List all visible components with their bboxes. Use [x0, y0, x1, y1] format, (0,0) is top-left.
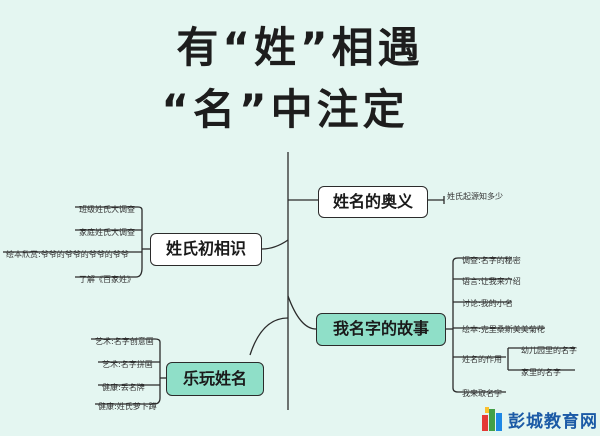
- title-line-2: “名”中注定: [161, 85, 409, 134]
- leaf-picture-book-grandpa: 绘本欣赏:爷爷的爷爷的爷爷的爷爷: [6, 250, 129, 259]
- bracket-line: [91, 338, 161, 343]
- branch-line: [261, 239, 289, 250]
- leaf-name-collage: 艺术:名字拼画: [102, 360, 153, 369]
- leaf-chrysanthemum-book: 绘本:克里桑斯美美菊花: [462, 325, 545, 334]
- leaf-make-name: 我来取名字: [462, 389, 502, 398]
- topic-my-name-story: 我名字的故事: [316, 313, 446, 346]
- leaf-family-survey: 家庭姓氏大调查: [79, 228, 135, 237]
- topic-surname-intro: 姓氏初相识: [150, 233, 262, 266]
- branch-line: [287, 295, 317, 330]
- bracket-line: [452, 387, 506, 393]
- branch-line: [249, 317, 289, 356]
- bracket-line: [507, 347, 575, 371]
- bracket-line: [452, 257, 512, 263]
- bracket-line: [75, 267, 143, 278]
- bracket-line: [75, 206, 143, 211]
- topic-name-meaning: 姓名的奥义: [318, 186, 428, 218]
- leaf-class-survey: 班级姓氏大调查: [79, 205, 135, 214]
- logo-text: 彭城教育网: [508, 412, 598, 432]
- site-logo: 彭城教育网: [478, 402, 600, 436]
- leaf-kindergarten-name: 幼儿园里的名字: [521, 346, 577, 355]
- leaf-self-intro: 语言:让我来介绍: [462, 277, 521, 286]
- leaf-name-art: 艺术:名字创意画: [95, 337, 154, 346]
- title-line-1: 有“姓”相遇: [176, 23, 424, 72]
- leaf-surname-squat: 健康:姓氏萝卜蹲: [98, 402, 157, 411]
- branch-line: [428, 196, 445, 204]
- leaf-surname-origin: 姓氏起源知多少: [447, 192, 503, 201]
- leaf-home-name: 家里的名字: [521, 368, 561, 377]
- leaf-name-function: 姓名的作用: [462, 355, 502, 364]
- bracket-line: [95, 397, 161, 405]
- leaf-hundred-surnames: 了解《百家姓》: [79, 275, 135, 284]
- leaf-name-secret: 调查:名字的秘密: [462, 256, 521, 265]
- leaf-nickname: 讨论:我的小名: [462, 299, 513, 308]
- leaf-drop-name-tag: 健康:丢名牌: [102, 383, 145, 392]
- book-logo-icon: [482, 407, 502, 431]
- topic-play-with-names: 乐玩姓名: [166, 362, 264, 396]
